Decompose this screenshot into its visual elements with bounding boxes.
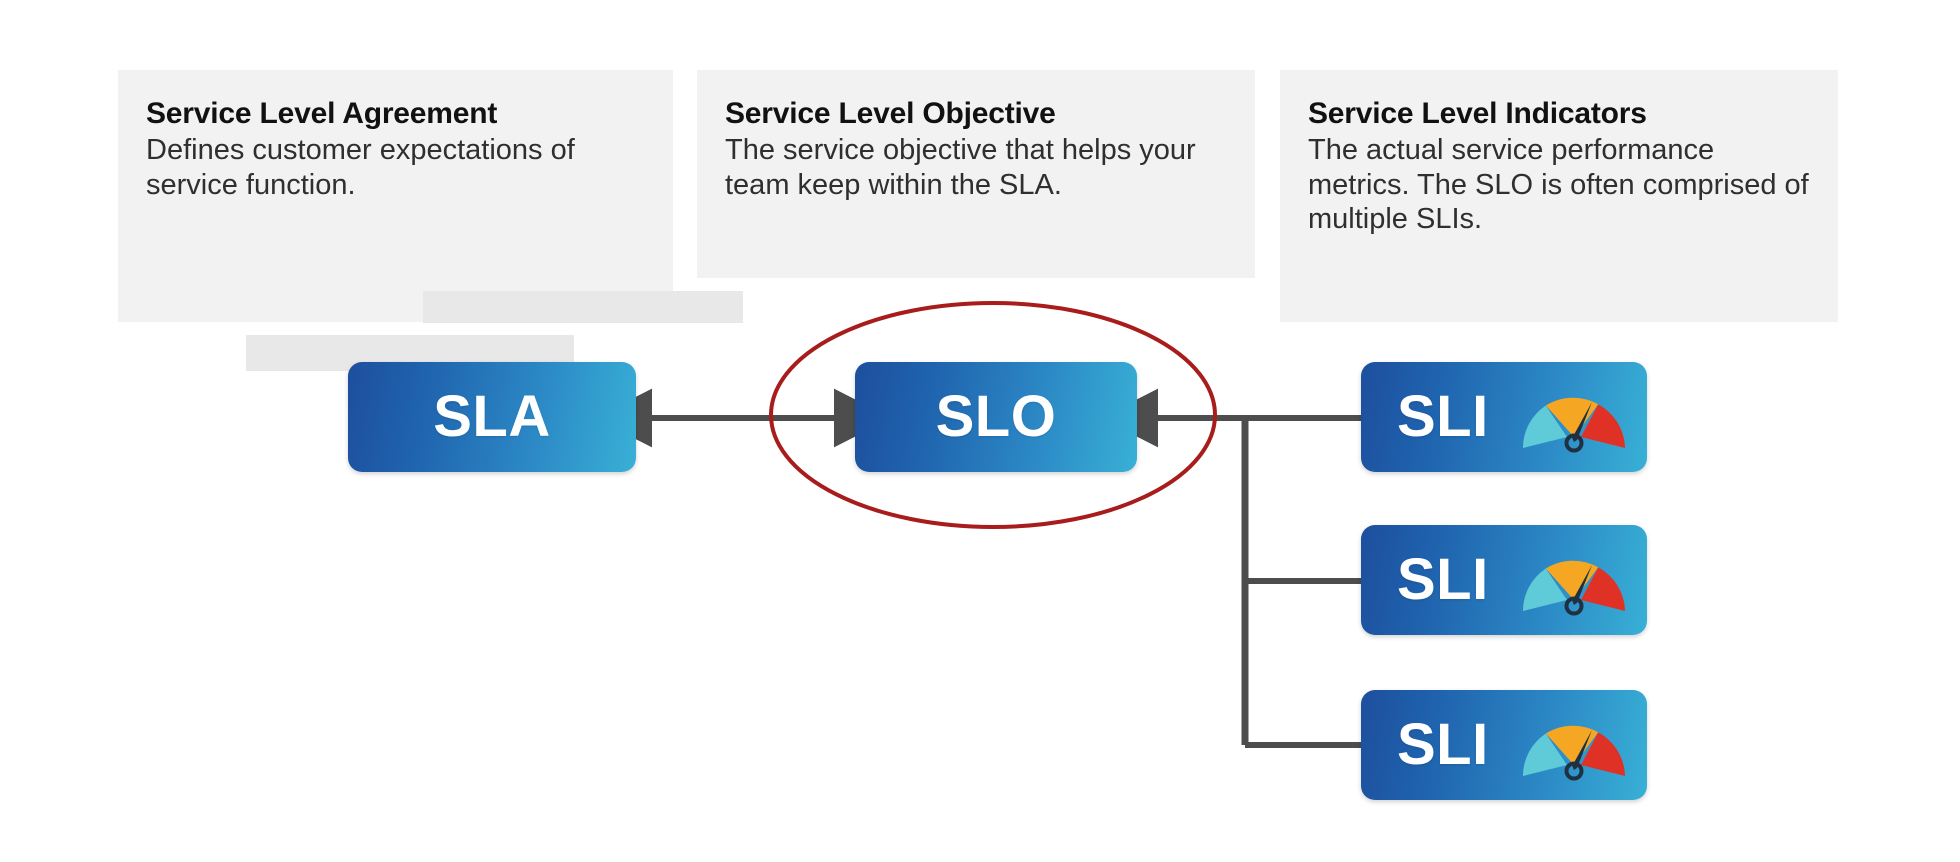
sla-node-label: SLA (433, 384, 551, 449)
gauge-icon (1515, 541, 1633, 619)
gauge-icon (1515, 378, 1633, 456)
sla-card-body: Defines customer expectations of service… (146, 134, 575, 201)
slo-node[interactable]: SLO (855, 362, 1137, 472)
slo-node-label: SLO (935, 384, 1057, 449)
sli-node-3-label: SLI (1397, 712, 1489, 777)
slo-card-body: The service objective that helps your te… (725, 134, 1196, 201)
gauge-icon (1515, 706, 1633, 784)
sli-description-card: Service Level Indicators The actual serv… (1280, 70, 1838, 322)
sli-node-2[interactable]: SLI (1361, 525, 1647, 635)
sla-description-card: Service Level Agreement Defines customer… (118, 70, 743, 371)
sli-node-2-label: SLI (1397, 547, 1489, 612)
redacted-bar-1 (423, 291, 743, 323)
sli-card-body: The actual service performance metrics. … (1308, 134, 1809, 235)
sla-card-title: Service Level Agreement (146, 97, 498, 130)
sli-node-1-label: SLI (1397, 384, 1489, 449)
slo-card-title: Service Level Objective (725, 97, 1056, 130)
sli-node-1[interactable]: SLI (1361, 362, 1647, 472)
slo-description-card: Service Level Objective The service obje… (697, 70, 1255, 278)
sli-card-title: Service Level Indicators (1308, 97, 1647, 130)
sli-node-3[interactable]: SLI (1361, 690, 1647, 800)
sla-node[interactable]: SLA (348, 362, 636, 472)
